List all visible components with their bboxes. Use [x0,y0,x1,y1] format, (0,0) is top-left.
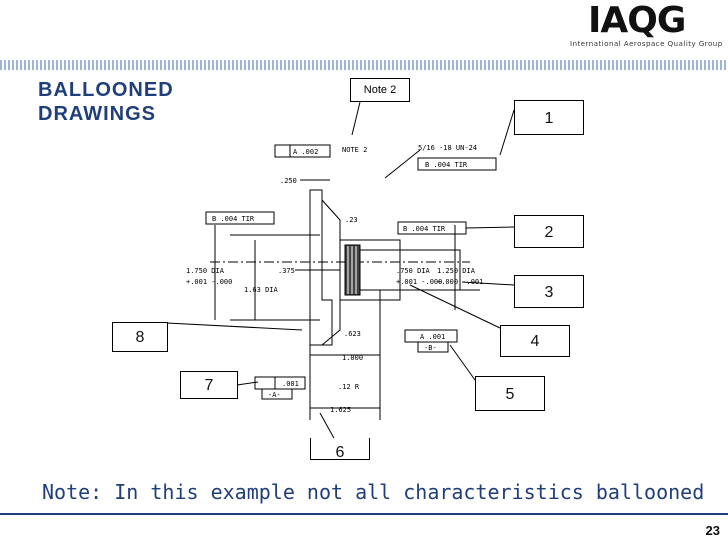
drawing-label-1750-tol: +.001 -.000 [186,278,232,286]
balloon-1: 1 [514,100,584,135]
drawing-label-250: .250 [280,177,297,185]
drawing-label-23: .23 [345,216,358,224]
drawing-label-004tir-top: B .004 TIR [425,161,468,169]
drawing-label-1625: 1.625 [330,406,351,414]
drawing-label-tol-a002: A .002 [293,148,318,156]
slide-title: BALLOONED DRAWINGS [38,79,174,125]
footnote: Note: In this example not all characteri… [42,480,705,504]
drawing-label-375: .375 [278,267,295,275]
drawing-label-fcf-004-mid: B .004 TIR [403,225,446,233]
drawing-label-datum-b: -B- [424,344,437,352]
iaqg-logo: IAQG [588,0,686,41]
balloon-6: 6 [310,438,370,461]
page-number: 23 [705,523,720,538]
header-band [0,60,728,70]
balloon-2: 2 [514,215,584,248]
drawing-label-1750: 1.750 DIA [186,267,225,275]
drawing-label-750: .750 DIA [396,267,431,275]
balloon-7: 7 [180,371,238,399]
drawing-label-fcf-flat: .001 [282,380,299,388]
note-2-balloon: Note 2 [350,78,410,102]
footer-rule [0,513,728,515]
drawing-label-1000: 1.000 [342,354,363,362]
drawing-label-note2: NOTE 2 [342,146,367,154]
balloon-3: 3 [514,275,584,308]
balloon-8: 8 [112,322,168,352]
drawing-label-fcf-a001: A .001 [420,333,445,341]
drawing-label-1250-tol: +.000 -.001 [437,278,483,286]
drawing-label-thread: 5/16 -18 UN-24 [418,144,477,152]
balloon-4: 4 [500,325,570,357]
drawing-label-12r: .12 R [338,383,360,391]
iaqg-logo-subtitle: International Aerospace Quality Group [570,40,723,48]
drawing-label-623: .623 [344,330,361,338]
balloon-5: 5 [475,376,545,411]
drawing-label-163: 1.63 DIA [244,286,279,294]
drawing-label-datum-a: -A- [268,391,281,399]
drawing-label-fcf-004-left: B .004 TIR [212,215,255,223]
drawing-label-1250: 1.250 DIA [437,267,476,275]
drawing-label-750-tol: +.001 -.000 [396,278,442,286]
